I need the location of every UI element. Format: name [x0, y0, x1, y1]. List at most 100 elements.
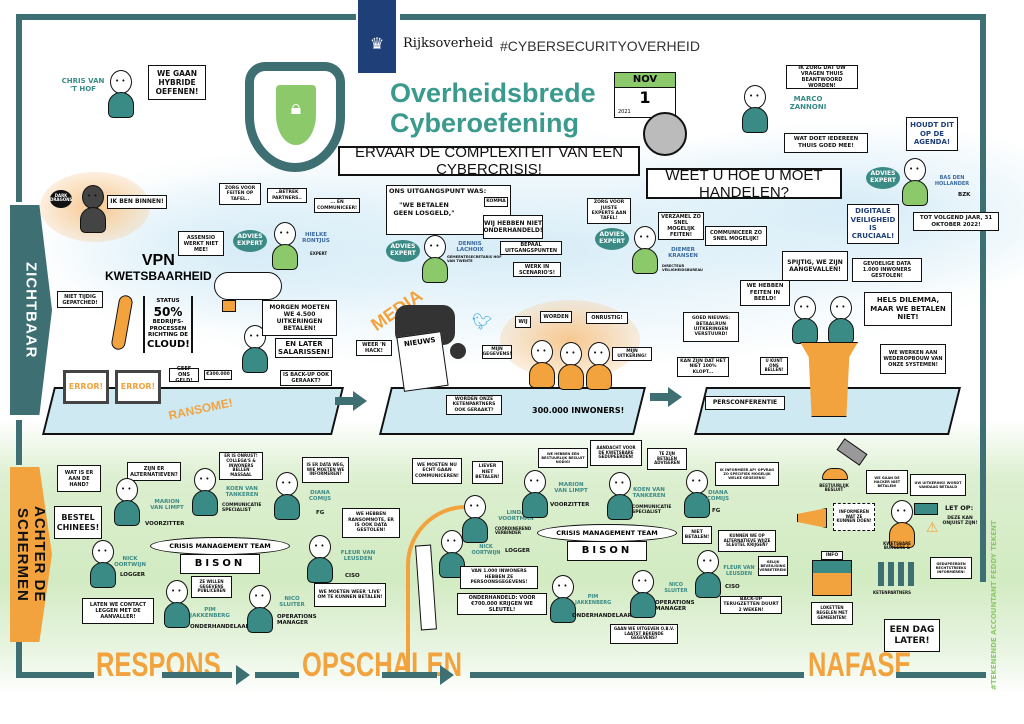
publish-quote: ZE WILLEN GEGEVENS PUBLICEREN	[191, 576, 232, 598]
decision-label: BESTUURLIJK BESLUIT	[819, 483, 849, 493]
stolen-data-quote: GEVOELIGE DATA 1.000 INWONERS GESTOLEN!	[852, 258, 922, 282]
frame-border	[16, 420, 22, 465]
status-percent: 50%	[153, 304, 183, 319]
one-day-later-quote: EEN DAG LATER!	[884, 619, 940, 652]
section-achter-label: ACHTER DE SCHERMEN	[14, 506, 48, 603]
vulnerable-citizen-figure	[887, 500, 917, 548]
arrow-icon	[440, 665, 454, 685]
citizens-label: KWETSBARE BURGERS &	[883, 541, 911, 551]
page-title: Overheidsbrede Cyberoefening	[390, 78, 596, 138]
bas-role: BZK	[958, 192, 971, 198]
marco-quote-1: IK ZORG DAT UW VRAGEN THUIS BEANTWOORD W…	[786, 65, 858, 89]
nick-name: NICK OORTWIJN	[471, 544, 501, 556]
pim-figure	[548, 575, 578, 623]
diana-name: DIANA COMIJS	[308, 490, 332, 503]
domino-icon	[878, 562, 918, 586]
padlock-icon	[222, 300, 236, 312]
advies-expert-badge: ADVIES EXPERT	[866, 167, 900, 189]
twitter-icon: 🐦︎	[472, 312, 493, 331]
koen-role: COMMUNICATIE SPECIALIST	[632, 505, 672, 515]
advise-quote: TE ZIJN BETALEN ADVISEREN	[647, 448, 687, 470]
pim-role: ONDERHANDELAAR	[572, 613, 632, 619]
marion-name: MARION VAN LIMPT	[150, 499, 184, 512]
diemer-role: DIRECTEUR VEILIGHEIDSBUREAU	[662, 264, 703, 272]
hacker-label: DARK DRAGONS	[50, 190, 72, 208]
unrest-quote: ER IS ONRUST! COLLEGA'S & INWONERS BELLE…	[219, 452, 263, 480]
hielke-quote-2: ..BETREK PARTNERS..	[267, 188, 307, 203]
section-zichtbaar-label: ZICHTBAAR	[22, 261, 40, 359]
koen-figure	[605, 472, 635, 520]
diemer-name: DIEMER KRANSEN	[668, 247, 698, 260]
inform-ap-quote: IK INFORMEER AP! OPVRAG ZO SPECIFIEK MOG…	[715, 462, 779, 486]
salaries-quote: EN LATER SALARISSEN!	[275, 338, 333, 358]
warning-icon: ⚠︎	[926, 520, 939, 536]
marion-figure	[112, 478, 142, 526]
assensio-quote: ASSENSIO WERKT NIET MEE!	[178, 231, 224, 256]
hacker-quote: IK BEN BINNEN!	[107, 195, 167, 209]
chris-quote: WE GAAN HYBRIDE OEFENEN!	[148, 65, 206, 100]
bas-figure	[900, 158, 930, 206]
lock-icon: 🔒︎	[276, 85, 316, 145]
pim-role: ONDERHANDELAAR	[190, 624, 250, 630]
dennis-role: GEMEENTESECRETARIS HOF VAN TWENTE	[447, 255, 502, 263]
tagline-box: ERVAAR DE COMPLEXITEIT VAN EEN CYBERCRIS…	[338, 144, 640, 178]
next-year-quote: TOT VOLGEND JAAR, 31 OKTOBER 2022!	[913, 212, 999, 231]
marion-figure	[520, 470, 550, 518]
bas-quote: HOUDT DIT OP DE AGENDA!	[906, 117, 958, 151]
press-conference-sign: PERSCONFERENTIE	[705, 396, 785, 410]
cloud-icon	[214, 272, 282, 300]
question-box: WEET U HOE U MOET HANDELEN?	[646, 167, 842, 201]
issue-quote: GAAN WE UITGEVEN O.B.V. LAATST BEKENDE G…	[610, 624, 678, 644]
vpn-vulnerability: KWETSBAARHEID	[105, 268, 212, 283]
hashtag: #CYBERSECURITYOVERHEID	[500, 38, 700, 54]
bas-name: BAS DEN HOLLANDER	[934, 175, 970, 187]
marion-name: MARION VAN LIMPT	[554, 482, 588, 495]
nico-figure	[628, 570, 658, 618]
timeline-line	[470, 672, 804, 678]
section-zichtbaar: ZICHTBAAR	[10, 205, 52, 415]
nico-role: OPERATIONS MANAGER	[655, 600, 695, 613]
inform-quote: INFORMEREN WAT ZE KUNNEN DOEN!	[833, 503, 875, 531]
timeline-line	[255, 672, 299, 678]
nick-role: LOGGER	[505, 548, 531, 554]
protest-sign: ONRUSTIG!	[586, 312, 628, 324]
komma-label: KOMMA	[484, 197, 508, 207]
hielke-name: HIELKE RONTJUS	[302, 232, 330, 245]
hielke-quote-1: ZORG VOOR FEITEN OP TAFEL..	[219, 183, 261, 205]
facts-quote: WE HEBBEN FEITEN IN BEELD!	[740, 280, 790, 306]
frame-border	[16, 14, 22, 202]
timeline-line	[16, 672, 94, 678]
hielke-figure	[270, 222, 300, 270]
victims-quote: GEDUPEERDEN RECHTSTREEKS INFORMEREN!	[930, 557, 972, 579]
flow-arrow	[650, 393, 670, 401]
negotiated-quote: ONDERHANDELD: VOOR €700.000 KRIJGEN WE S…	[457, 593, 547, 615]
fleur-figure	[693, 550, 723, 598]
money-icon	[914, 503, 938, 515]
personal-data-quote: VAN 1.000 INWONERS HEBBEN ZE PERSOONSGEG…	[460, 566, 538, 589]
protester-figure	[527, 340, 557, 388]
frame-border	[16, 640, 22, 678]
residents-count: 300.000 INWONERS!	[532, 406, 625, 415]
microphone-icon	[450, 343, 466, 359]
title-line-1: Overheidsbrede	[390, 78, 596, 108]
data-gone-quote: IS ER DATA WEG, WIE MOETEN WE INFORMEREN…	[302, 457, 349, 483]
not-correct-quote: KAN ZIJN DAT HET NIET 100% KLOPT...	[677, 357, 729, 377]
arrow-icon	[668, 387, 682, 407]
determine-quote: BEPAAL UITGANGSPUNTEN	[500, 241, 562, 255]
cmt-base: BISON	[180, 554, 260, 574]
timeline-line	[382, 672, 437, 678]
marco-quote-2: WAT DOET IEDEREEN THUIS GOED MEE!	[784, 133, 868, 153]
fleur-figure	[305, 535, 335, 583]
chain-partners-label: KETENPARTNERS	[873, 590, 911, 595]
rijksoverheid-logo: ♛	[358, 0, 396, 73]
go-live-quote: WE MOETEN WEER 'LIVE' OM TE KUNNEN BETAL…	[314, 583, 386, 607]
pim-figure	[162, 580, 192, 628]
diana-name: DIANA COMIJS	[706, 490, 730, 503]
bandage-icon	[110, 294, 134, 351]
fleur-name: FLEUR VAN LEUSDEN	[340, 550, 376, 563]
calendar-day: 1	[639, 88, 651, 107]
benefit-paid-quote: UW UITKERING! WORDT VANDAAG BETAALD	[910, 474, 966, 496]
button-icon	[822, 468, 848, 480]
dilemma-quote: HELS DILEMMA, MAAR WE BETALEN NIET!	[864, 292, 952, 326]
